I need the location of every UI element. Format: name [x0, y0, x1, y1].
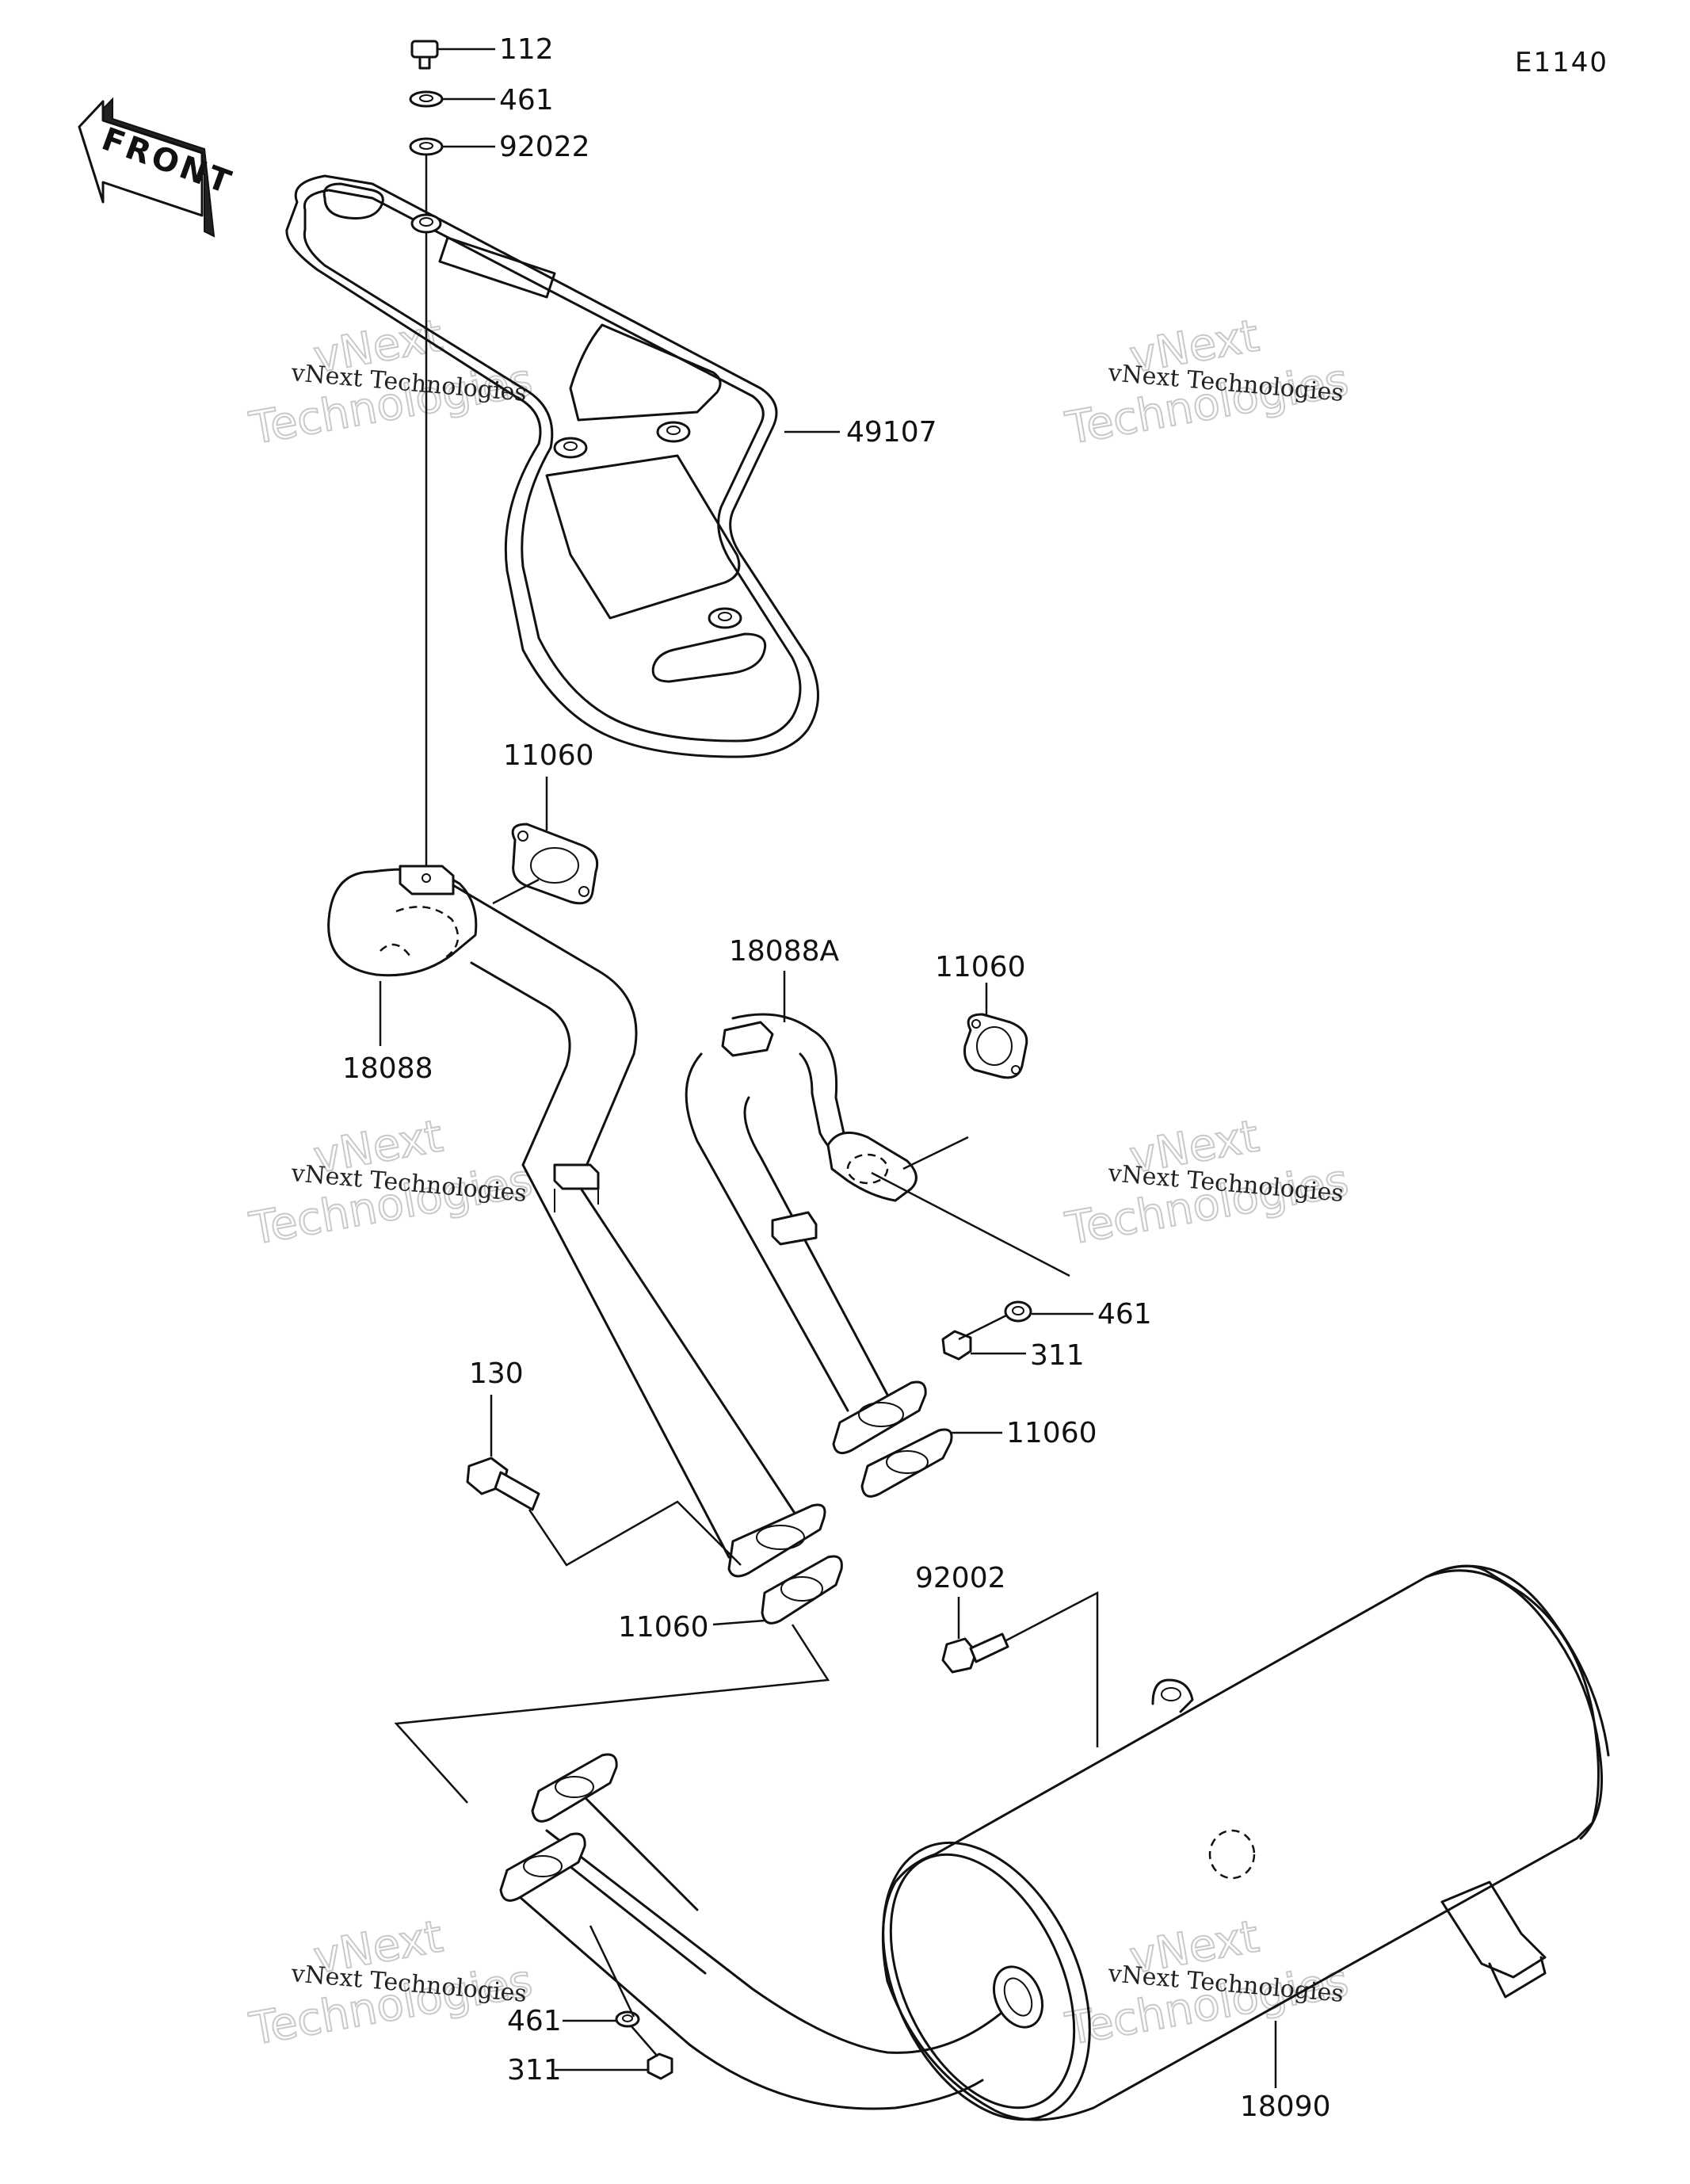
label-18090: 18090: [1240, 2090, 1331, 2123]
diagram-code: E1140: [1515, 47, 1608, 78]
washer-461-top: [409, 90, 495, 108]
watermark-1: vNext Technologies vNext Technologies: [245, 309, 537, 456]
washer-461-bot: [563, 2010, 640, 2028]
leader-bot-fasteners: [589, 1925, 635, 2018]
gasket-11060-c: [860, 1428, 1002, 1498]
label-311-bot: 311: [507, 2054, 562, 2087]
exhaust-pipe-18088: [327, 865, 826, 1578]
gasket-11060-d: [394, 1555, 843, 1804]
label-112: 112: [499, 33, 554, 66]
leader-mid-fasteners-2: [958, 1314, 1007, 1341]
exhaust-pipe-18088A: [685, 971, 927, 1455]
label-11060-d: 11060: [618, 1611, 709, 1644]
washer-461-mid: [1004, 1300, 1093, 1323]
nut-311-mid: [941, 1330, 1026, 1361]
washer-92022: [409, 137, 495, 156]
watermark-6: vNext Technologies vNext Technologies: [1061, 1910, 1353, 2056]
gasket-11060-b: [902, 983, 1028, 1170]
bolt-112: [410, 40, 495, 70]
label-130: 130: [469, 1357, 524, 1390]
label-92002: 92002: [915, 1562, 1006, 1594]
bolt-92002: [941, 1590, 1099, 1747]
label-49107: 49107: [846, 416, 937, 449]
watermark-5: vNext Technologies vNext Technologies: [245, 1910, 537, 2056]
watermark-2: vNext Technologies vNext Technologies: [1061, 309, 1353, 456]
callout-labels: 112 461 92022 49107 11060 18088 18088A 1…: [342, 33, 1331, 2123]
label-92022: 92022: [499, 131, 590, 163]
nut-311-bot: [555, 2052, 673, 2080]
front-arrow-icon: FRONT: [78, 97, 238, 238]
gasket-11060-a: [492, 777, 599, 905]
muffler-18090: [499, 1564, 1610, 2121]
label-11060-c: 11060: [1006, 1417, 1097, 1449]
label-461-bot: 461: [507, 2005, 562, 2037]
label-18088A: 18088A: [729, 935, 840, 968]
label-311-mid: 311: [1030, 1339, 1085, 1372]
label-11060-a: 11060: [503, 739, 594, 772]
watermark-4: vNext Technologies vNext Technologies: [1061, 1109, 1353, 1256]
bolt-130: [466, 1395, 742, 1567]
label-18088: 18088: [342, 1052, 433, 1085]
leader-bot-fasteners-2: [631, 2026, 658, 2057]
watermark-3: vNext Technologies vNext Technologies: [245, 1109, 537, 1256]
label-461-top: 461: [499, 84, 554, 116]
leader-mid-fasteners: [871, 1171, 1070, 1277]
label-11060-b: 11060: [935, 951, 1026, 983]
label-461-mid: 461: [1097, 1298, 1152, 1331]
watermark-group: vNext Technologies vNext Technologies vN…: [245, 309, 1353, 2056]
heat-guard-49107: [285, 174, 840, 758]
